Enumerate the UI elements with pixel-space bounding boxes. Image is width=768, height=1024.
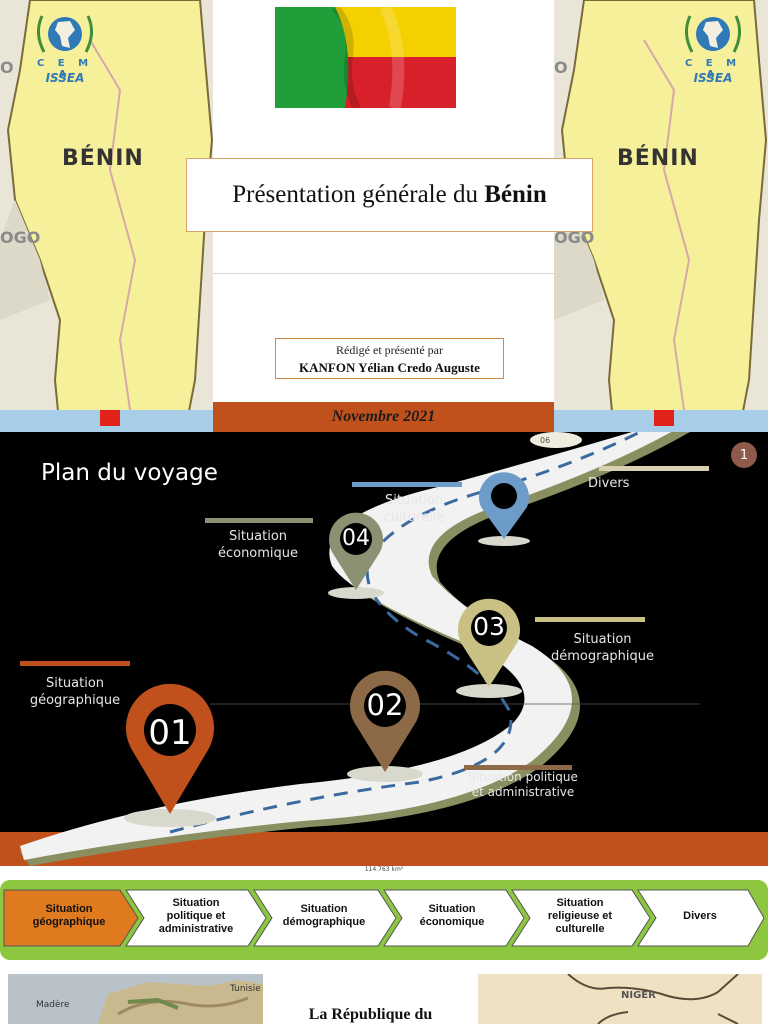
author-box: Rédigé et présenté par KANFON Yélian Cre…	[275, 338, 504, 379]
map-pin-icon-02	[347, 670, 423, 782]
process-step-6[interactable]: Divers	[683, 909, 717, 922]
presentation-date: Novembre 2021	[331, 408, 436, 425]
map-label-tunisie: Tunisie	[230, 984, 261, 994]
map-label-o-left: O	[0, 58, 14, 77]
stage-label-3: Situation démographique	[550, 632, 655, 664]
marker-number-01: 01	[148, 713, 192, 753]
terrain-map-icon	[8, 974, 263, 1024]
stage-bar-3	[535, 617, 645, 622]
stage-label-5: Situation culturelle	[383, 493, 445, 525]
map-label-benin-left: BÉNIN	[62, 146, 144, 171]
marker-number-02: 02	[366, 688, 404, 722]
stage-label-4: Situation économique	[217, 529, 299, 561]
logo-issea-text: ISSEA	[45, 71, 85, 85]
stage-bar-4	[205, 518, 313, 523]
laurel-globe-icon	[685, 15, 741, 53]
stage-bar-1	[20, 661, 130, 666]
map-pin-icon-01	[124, 683, 216, 827]
date-bar: Novembre 2021	[213, 402, 554, 432]
stage-bar-5	[352, 482, 462, 487]
benin-flag	[275, 7, 456, 108]
benin-flag-icon	[275, 7, 456, 108]
logo-cema-text: C E M A	[684, 58, 742, 80]
page-number-badge: 1	[731, 442, 757, 468]
issea-logo-right: C E M A ISSEA	[678, 8, 748, 88]
stage-bar-6	[599, 466, 709, 471]
map-label-togo-right: OGO	[554, 228, 595, 247]
laurel-globe-icon	[37, 15, 93, 53]
africa-map-thumbnail: Madère Tunisie	[8, 974, 263, 1024]
map-label-benin-right: BÉNIN	[617, 146, 699, 171]
cover-title-box: Présentation générale du Bénin	[186, 158, 593, 232]
map-label-togo-left: OGO	[0, 228, 41, 247]
author-intro: Rédigé et présenté par	[336, 343, 443, 357]
roadmap-slide[interactable]: 06 Plan du voyage 1 Situation géographiq…	[0, 432, 768, 866]
marker-06-label: 06	[540, 436, 551, 445]
map-label-o-right: O	[554, 58, 568, 77]
author-name: KANFON Yélian Credo Auguste	[299, 360, 480, 375]
stage-bar-2	[464, 765, 572, 770]
map-pin-icon-03	[456, 598, 522, 698]
process-chevrons	[3, 889, 765, 947]
roadmap-title: Plan du voyage	[41, 460, 218, 486]
cover-title: Présentation générale du Bénin	[232, 181, 547, 208]
cover-divider	[213, 273, 554, 274]
stage-label-1: Situation géographique	[29, 676, 121, 708]
next-slide-title: La République du	[308, 1006, 433, 1023]
next-slide-preview[interactable]: Madère Tunisie La République du NIGER	[0, 966, 768, 1024]
border-map-icon	[478, 974, 762, 1024]
logo-cema-text: C E M A	[36, 58, 94, 80]
cover-slide[interactable]: BÉNIN BÉNIN OGO OGO O O C E M A ISSEA C …	[0, 0, 768, 432]
map-pin-icon-04	[328, 512, 384, 599]
marker-number-04: 04	[342, 526, 370, 551]
stage-label-2: Situation politique et administrative	[468, 770, 578, 799]
logo-issea-text: ISSEA	[693, 71, 733, 85]
stage-label-6: Divers	[588, 476, 630, 491]
area-note: 114 763 km²	[364, 866, 404, 873]
issea-logo-left: C E M A ISSEA	[30, 8, 100, 88]
map-label-madere: Madère	[36, 1000, 70, 1010]
niger-map-thumbnail: NIGER	[478, 974, 762, 1024]
marker-number-03: 03	[473, 612, 505, 641]
map-label-niger: NIGER	[621, 990, 656, 1001]
map-pin-icon-05	[478, 472, 530, 546]
